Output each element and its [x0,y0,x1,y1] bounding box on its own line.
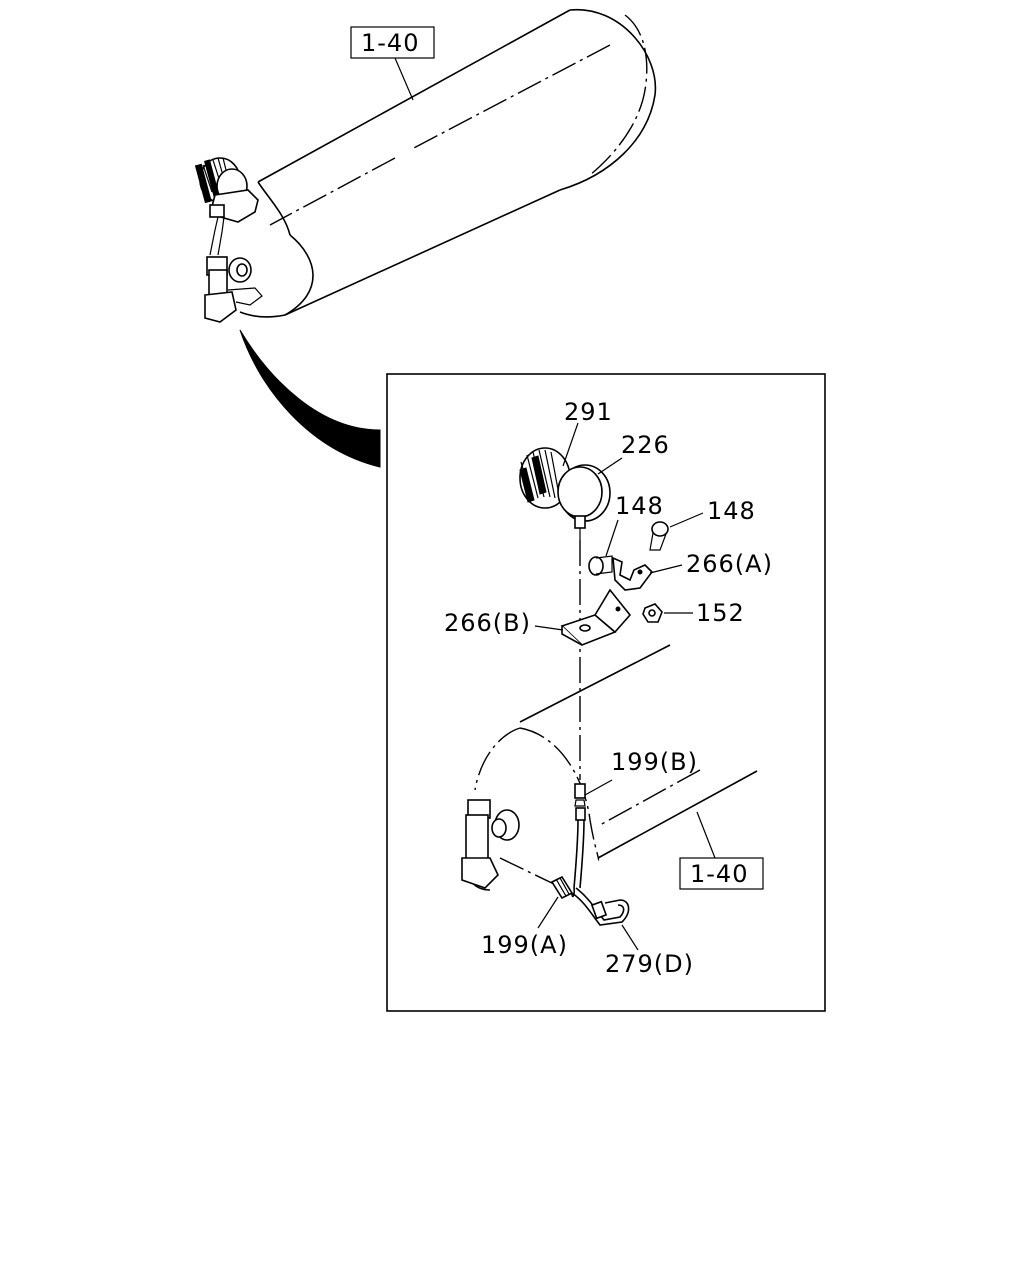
reference-box-top: 1-40 [350,26,435,101]
callout-148-left: 148 [615,492,664,520]
callout-199a: 199(A) [481,931,568,959]
callout-279d: 279(D) [605,950,694,978]
reference-box-detail: 1-40 [679,811,764,890]
callout-266a: 266(A) [686,550,773,578]
bolt-icon [649,521,669,551]
pressure-gauge-icon [194,157,259,256]
drain-valve-icon [461,799,557,889]
mounting-bracket-icon [612,556,654,591]
callout-266b: 266(B) [444,609,531,637]
callout-199b: 199(B) [611,748,698,776]
pipe-icon [571,887,630,926]
pipe-icon [550,875,574,900]
bolt-icon [588,555,613,576]
pipe-icon [573,783,586,889]
mounting-bracket-icon [560,588,632,646]
callout-291: 291 [564,398,613,426]
nut-icon [642,603,663,623]
callout-148-right: 148 [707,497,756,525]
air-tank-icon [239,8,657,318]
callout-ref-detail: 1-40 [690,860,748,888]
callout-ref-top: 1-40 [361,29,419,57]
drain-valve-icon [204,256,263,323]
detail-frame [386,373,826,1012]
callout-226: 226 [621,431,670,459]
callout-152: 152 [696,599,745,627]
air-tank-icon [462,644,758,891]
detail-pointer [239,329,381,468]
pressure-gauge-icon [519,447,611,540]
